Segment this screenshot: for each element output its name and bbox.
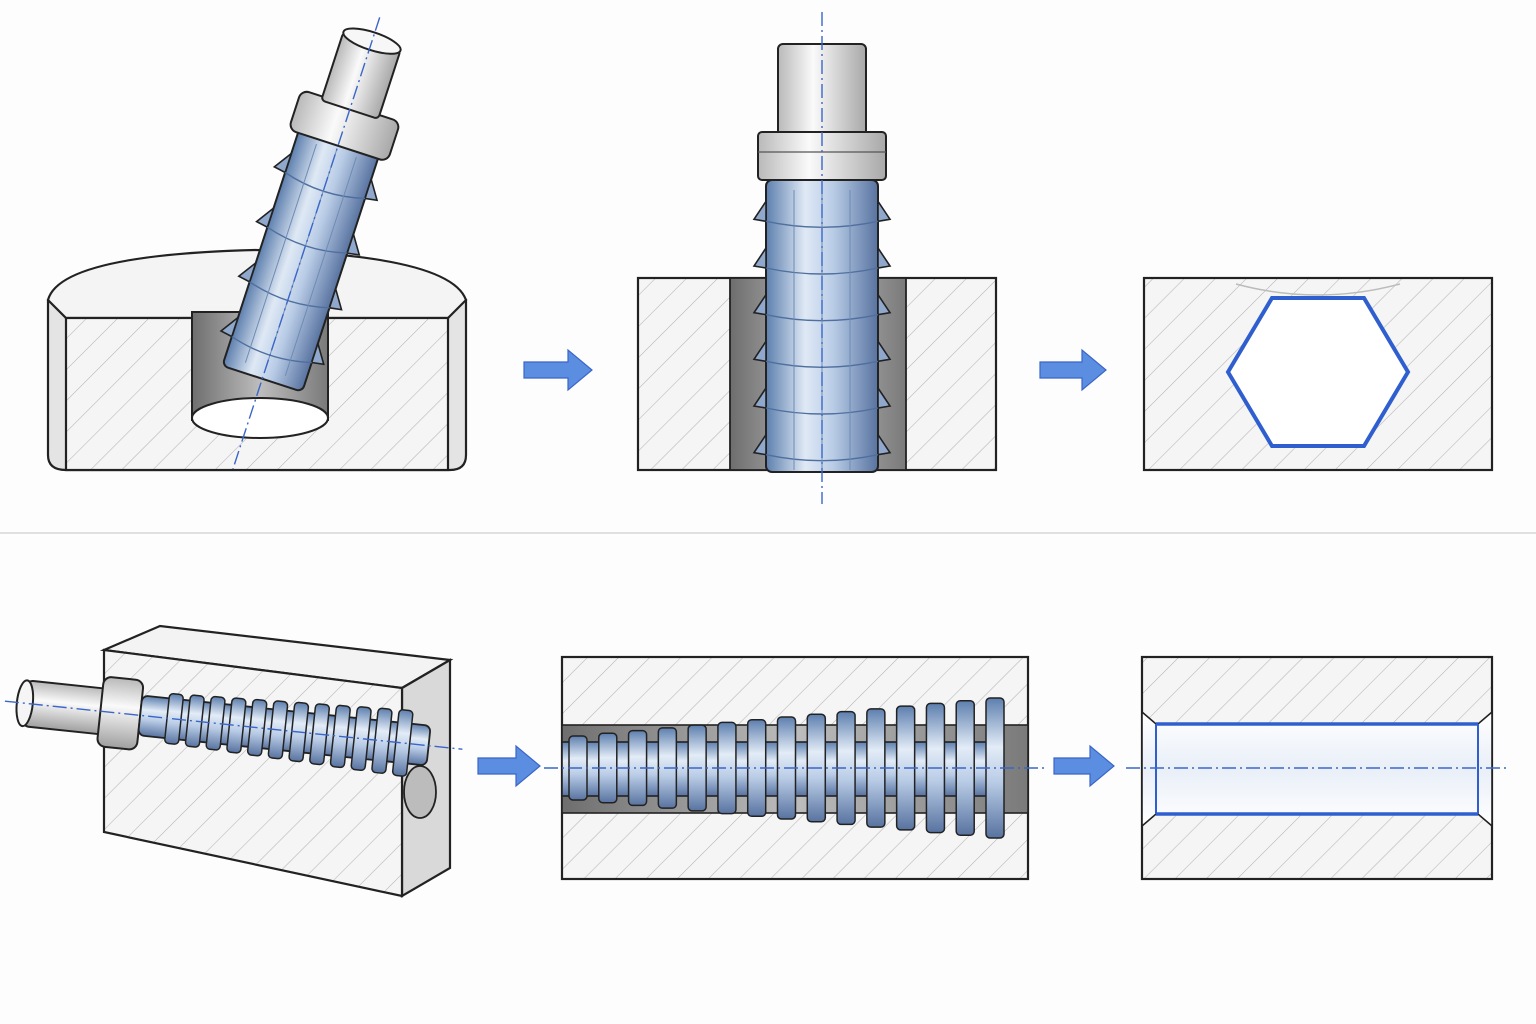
- broach-tooth: [752, 338, 767, 363]
- broach-tooth: [363, 176, 379, 202]
- broach-tooth: [877, 292, 892, 316]
- broach-tooth: [752, 432, 767, 456]
- broach-tooth: [219, 315, 240, 338]
- broach-collar: [96, 676, 145, 751]
- arrow-right-icon: [523, 348, 593, 392]
- broach-tooth: [237, 260, 258, 284]
- broach-tooth: [877, 432, 892, 456]
- horizontal-broach: [4, 676, 463, 777]
- broach-tooth: [877, 198, 892, 223]
- arrow-right-icon: [1039, 348, 1107, 392]
- panel-finished-round-hole: [1126, 655, 1508, 881]
- panel-broach-entering-bore: [46, 17, 468, 472]
- broach-tooth: [255, 205, 276, 229]
- panel-broach-entering-block: [4, 624, 463, 898]
- centerline: [4, 700, 463, 750]
- flute-line: [284, 156, 357, 376]
- angled-broach: [219, 17, 402, 470]
- block-front: [102, 648, 404, 898]
- row-broaching-hex-hole: [46, 12, 1494, 504]
- round-hole: [1141, 710, 1493, 828]
- broach-tooth: [328, 286, 343, 311]
- broach-tooth: [877, 338, 892, 363]
- broach-tooth: [752, 198, 767, 223]
- hole-exit: [403, 765, 437, 819]
- hex-hole: [1225, 296, 1411, 448]
- broach-tooth: [752, 385, 767, 409]
- arrow-right-icon: [477, 744, 541, 788]
- flute-line: [244, 143, 317, 363]
- arrow-right-icon: [1053, 744, 1115, 788]
- broach-tooth: [310, 340, 325, 366]
- broach-tooth: [346, 231, 361, 256]
- bore-bottom: [191, 397, 329, 439]
- broach-tooth: [752, 245, 767, 269]
- panel-broach-through-bore: [636, 12, 998, 504]
- broach-tooth: [272, 151, 293, 174]
- broach-tooth: [877, 245, 892, 269]
- broach-tooth: [752, 292, 767, 316]
- panel-broach-through-hole: [544, 655, 1046, 881]
- panel-finished-hex-hole: [1142, 276, 1494, 472]
- broach-tooth: [877, 385, 892, 409]
- row-broaching-round-hole: [4, 624, 1508, 898]
- centerline: [232, 17, 381, 470]
